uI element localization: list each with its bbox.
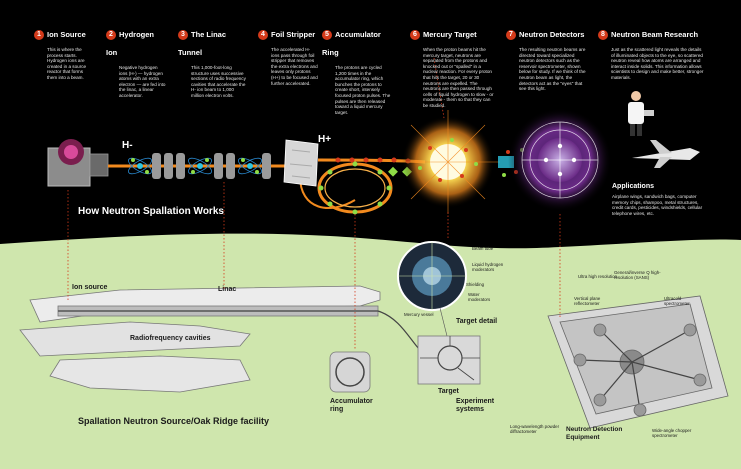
foil-stripper-icon [283, 139, 319, 187]
step-number: 8 [598, 29, 608, 40]
applications-title: Applications [612, 183, 655, 190]
step-number: 7 [506, 29, 516, 40]
callout-powder-diffractometer: Long-wavelength powder diffractometer [510, 424, 560, 435]
label-rf-cavities: Radiofrequency cavities [130, 335, 211, 342]
step-title: Neutron Beam Research [611, 30, 699, 40]
step-number: 2 [106, 29, 116, 40]
step-title: Accumulator Ring [322, 30, 381, 58]
target-detail-icon [397, 241, 467, 341]
callout-ultra-high: Ultra high resolution [578, 274, 618, 279]
step-number: 1 [34, 29, 44, 40]
step-number: 6 [410, 29, 420, 40]
step-title: Hydrogen Ion [106, 30, 155, 58]
step-text: When the proton beams hit the mercury ta… [423, 47, 494, 108]
step-number: 4 [258, 29, 268, 40]
step-text: The resulting neutron beams are directed… [519, 47, 586, 92]
ion-source-icon [47, 139, 109, 187]
neutron-detector-icon [508, 108, 612, 212]
scientist-icon [628, 91, 654, 136]
step-text: The accelerated H- ions pass through foi… [271, 47, 318, 86]
step-text: Just as the scattered light reveals the … [611, 47, 704, 80]
step-title: Ion Source [47, 30, 86, 40]
step-title: Neutron Detectors [519, 30, 585, 40]
equipment-title: Neutron Detection Equipment [566, 426, 623, 441]
callout-reflectometer: Vertical plane reflectometer [574, 296, 601, 307]
step-title: The Linac Tunnel [178, 30, 227, 58]
accumulator-ring-icon [317, 161, 393, 215]
leader-lines [67, 57, 561, 350]
linac-cavities-icon [152, 153, 271, 179]
step-text: This is where the process starts. Hydrog… [47, 47, 87, 80]
applications-text: Airplane wings, sandwich bags, computer … [612, 194, 703, 216]
callout-liquid-hydrogen: Liquid hydrogen moderators [472, 262, 504, 273]
beam-to-ring [299, 175, 356, 209]
step-text: This 1,000-foot-long structure uses succ… [191, 65, 246, 98]
airplane-icon [632, 140, 700, 168]
ion-orbits-icon [128, 157, 262, 175]
callout-water-moderators: Water moderators [468, 292, 491, 303]
callout-shielding: Shielding [466, 282, 485, 287]
callout-chopper-spectrometer: Wide-angle chopper spectrometer [652, 428, 692, 439]
facility-plan [19, 285, 481, 393]
main-title: How Neutron Spallation Works [78, 206, 224, 217]
step-number: 3 [178, 29, 188, 40]
label-target-detail: Target detail [456, 318, 498, 325]
step-text: Negative hydrogen ions (H-) — hydrogen a… [119, 65, 166, 98]
mercury-target-icon [396, 110, 500, 214]
ion-cores-icon [137, 163, 253, 169]
label-accumulator-ring: Accumulator ring [330, 398, 373, 413]
electrons-icon [131, 158, 259, 174]
callout-ultracold: Ultracold spectrometer [664, 296, 690, 307]
label-ion-source: Ion source [72, 284, 108, 291]
facility-title: Spallation Neutron Source/Oak Ridge faci… [78, 416, 270, 426]
step-title: Foil Stripper [271, 30, 316, 40]
step-text: The protons are cycled 1,200 times in th… [335, 65, 391, 115]
label-h-minus: H- [122, 140, 133, 151]
step-title: Mercury Target [423, 30, 477, 40]
label-experiment-systems: Experiment systems [456, 398, 495, 413]
callout-mercury-vessel: Mercury vessel [404, 312, 434, 317]
label-target: Target [438, 388, 459, 395]
label-h-plus: H+ [318, 134, 332, 145]
callout-beam-tube: Beam tube [472, 246, 494, 251]
equipment-diagram [547, 295, 729, 429]
callout-sans: General/inverse Q high-resolution (SANS) [614, 270, 661, 281]
step-number: 5 [322, 29, 332, 40]
label-linac: Linac [218, 286, 237, 293]
